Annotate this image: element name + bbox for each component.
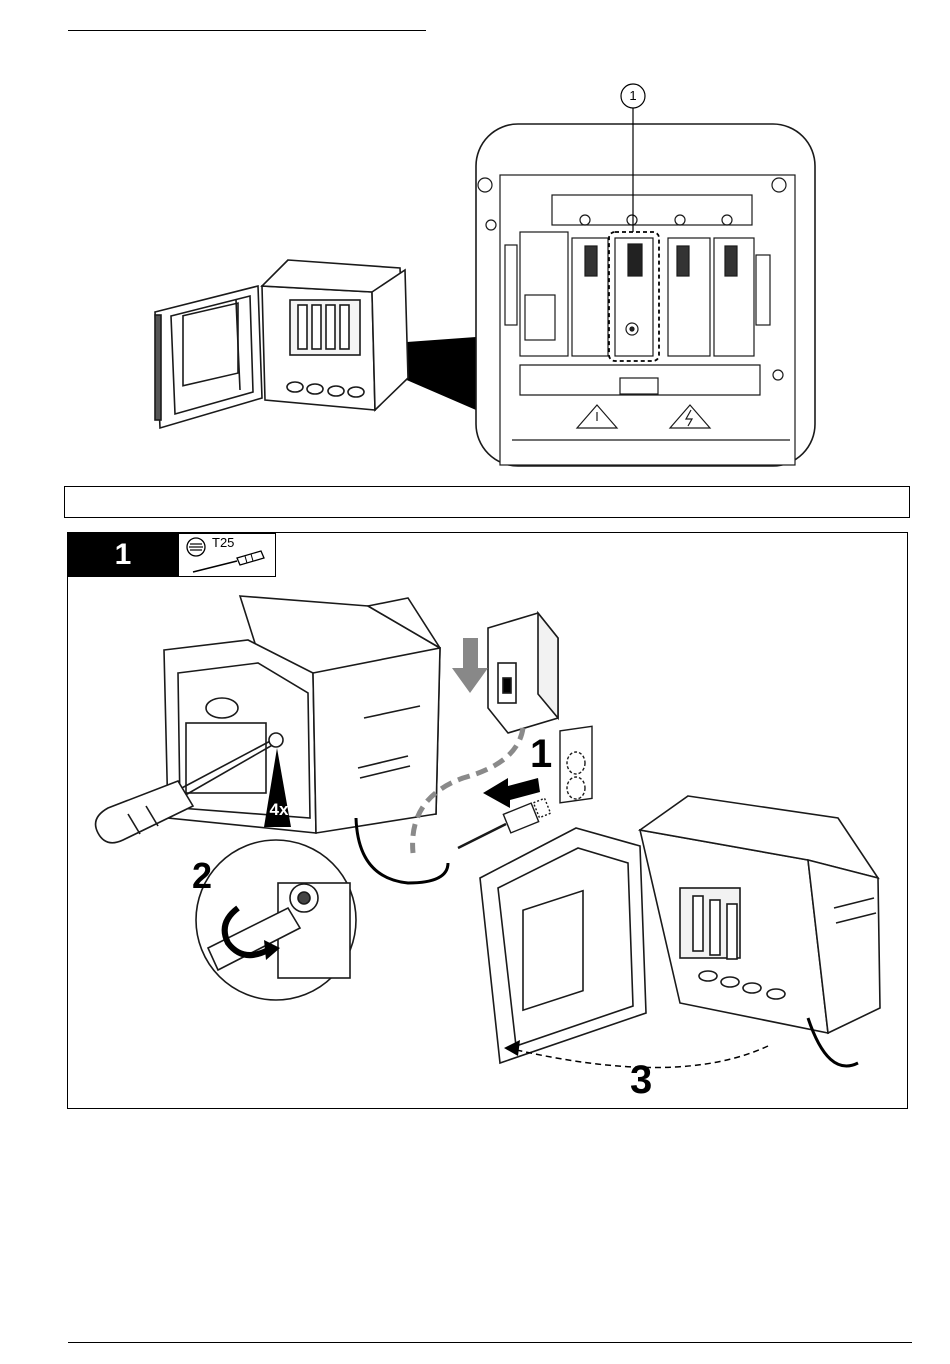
controller-door — [155, 286, 262, 428]
controller-housing — [262, 260, 408, 410]
sub-step-1-number: 1 — [530, 734, 552, 774]
tool-label: T25 — [212, 536, 234, 550]
controller-open — [480, 796, 880, 1063]
step-number-badge: 1 — [68, 533, 178, 577]
caption-box — [64, 486, 910, 518]
wall-outlet — [560, 726, 592, 802]
controller-closed — [164, 596, 440, 833]
step-illustration — [68, 578, 906, 1106]
zoom-circle — [196, 840, 356, 1000]
sub-step-3-number: 3 — [630, 1060, 652, 1100]
highlighted-module — [615, 238, 653, 356]
switch-off-arrow — [452, 638, 488, 693]
controller-detail-figure — [0, 0, 950, 480]
power-plug — [458, 798, 551, 848]
callout-number: 1 — [621, 88, 645, 103]
screw-count-label: 4x — [262, 800, 296, 820]
power-switch-box — [488, 613, 558, 733]
power-cable — [356, 818, 448, 883]
sub-step-2-number: 2 — [192, 858, 212, 894]
footer-rule — [68, 1342, 912, 1343]
